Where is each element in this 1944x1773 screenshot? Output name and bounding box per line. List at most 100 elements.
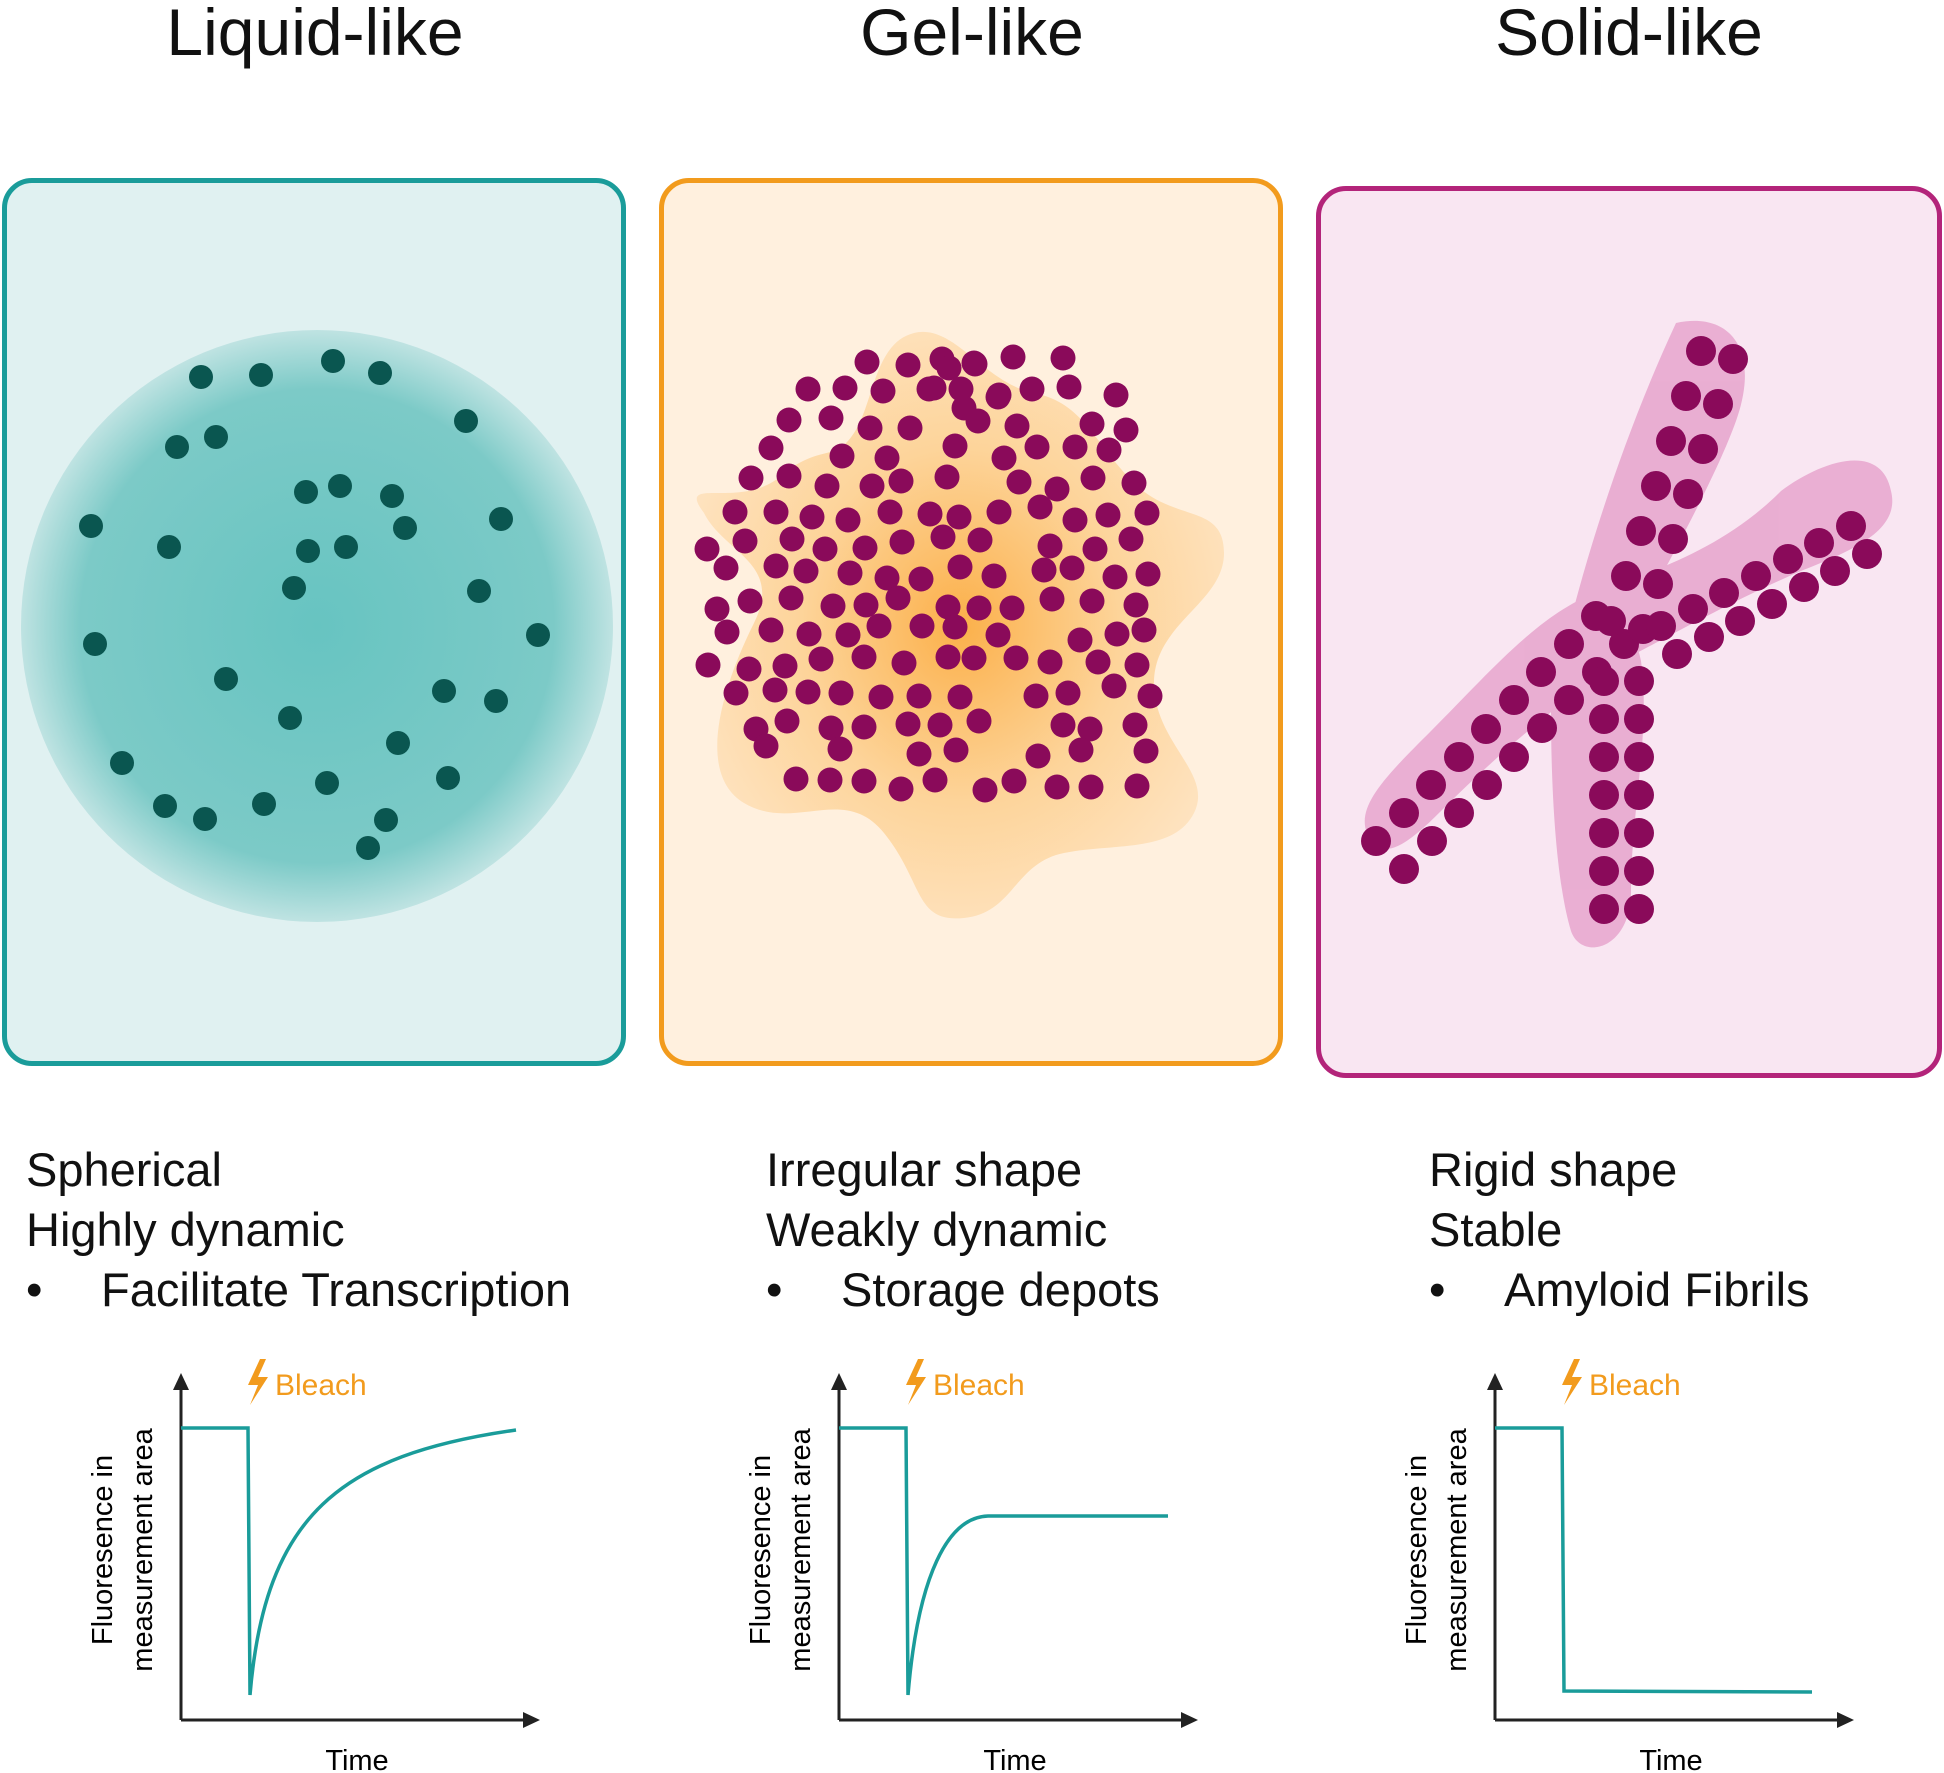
- x-axis-label: Time: [983, 1745, 1046, 1773]
- particle: [1416, 770, 1446, 800]
- particle: [870, 378, 896, 404]
- particle: [1056, 374, 1082, 400]
- particle: [934, 464, 960, 490]
- y-axis-label: Fluoresence in: [745, 1455, 777, 1645]
- recovery-curve: [1495, 1426, 1813, 1694]
- particle: [694, 536, 720, 562]
- particle: [1526, 657, 1556, 687]
- particle: [1104, 621, 1130, 647]
- particle: [828, 680, 854, 706]
- bleach-marker: Bleach: [248, 1359, 367, 1405]
- particle: [1417, 826, 1447, 856]
- solid-desc-line-2: Stable: [1429, 1203, 1563, 1256]
- particle: [1773, 544, 1803, 574]
- particle: [947, 554, 973, 580]
- particle: [356, 836, 380, 860]
- title-gel: Gel-like: [860, 0, 1084, 69]
- y-axis-arrow: [831, 1373, 847, 1390]
- particle: [1050, 345, 1076, 371]
- particle: [1554, 629, 1584, 659]
- y-axis-arrow: [173, 1373, 189, 1390]
- solid-fibril-illustration: [1361, 320, 1893, 948]
- particle: [1678, 594, 1708, 624]
- particle: [1361, 826, 1391, 856]
- particle: [1389, 854, 1419, 884]
- particle: [895, 711, 921, 737]
- particle: [83, 632, 107, 656]
- particle: [1085, 649, 1111, 675]
- gel-description: Irregular shape Weakly dynamic • Storage…: [766, 1140, 1160, 1320]
- particle: [985, 622, 1011, 648]
- particle: [1527, 713, 1557, 743]
- particle: [793, 558, 819, 584]
- liquid-frap-plot: Bleach Fluoresence in measurement area T…: [87, 1359, 540, 1773]
- particle: [1703, 389, 1733, 419]
- particle: [972, 777, 998, 803]
- particle: [783, 766, 809, 792]
- particle: [935, 644, 961, 670]
- particle: [961, 645, 987, 671]
- particle: [1031, 557, 1057, 583]
- particle: [796, 621, 822, 647]
- particle: [315, 771, 339, 795]
- lightning-icon: [248, 1359, 268, 1405]
- particle: [885, 585, 911, 611]
- particle: [1624, 666, 1654, 696]
- particle: [1688, 434, 1718, 464]
- particle: [526, 623, 550, 647]
- particle: [736, 656, 762, 682]
- particle: [758, 617, 784, 643]
- gel-desc-line-1: Irregular shape: [766, 1143, 1083, 1196]
- gel-desc-line-2: Weakly dynamic: [766, 1203, 1108, 1256]
- particle: [1389, 798, 1419, 828]
- particle: [758, 435, 784, 461]
- particle: [1624, 780, 1654, 810]
- y-axis-label: Fluoresence in: [1401, 1455, 1433, 1645]
- bullet-marker: •: [26, 1263, 43, 1316]
- particle: [738, 465, 764, 491]
- solid-desc-bullet: • Amyloid Fibrils: [1429, 1260, 1810, 1320]
- x-axis-arrow: [1181, 1712, 1198, 1728]
- solid-description: Rigid shape Stable • Amyloid Fibrils: [1429, 1140, 1810, 1320]
- particle: [1004, 413, 1030, 439]
- y-axis-label: Fluoresence in: [87, 1455, 119, 1645]
- particle: [1718, 344, 1748, 374]
- particle: [943, 737, 969, 763]
- particle: [214, 667, 238, 691]
- particle: [889, 529, 915, 555]
- particle: [991, 445, 1017, 471]
- y-axis-label-2: measurement area: [127, 1427, 159, 1671]
- particle: [1006, 469, 1032, 495]
- particle: [1027, 494, 1053, 520]
- particle: [714, 619, 740, 645]
- particle: [854, 349, 880, 375]
- particle: [1673, 479, 1703, 509]
- particle: [909, 613, 935, 639]
- particle: [1646, 611, 1676, 641]
- particle: [763, 499, 789, 525]
- particle: [165, 435, 189, 459]
- liquid-desc-line-2: Highly dynamic: [26, 1203, 345, 1256]
- particle: [1643, 569, 1673, 599]
- particle: [966, 708, 992, 734]
- particle: [1589, 818, 1619, 848]
- particle: [935, 594, 961, 620]
- particle: [859, 473, 885, 499]
- bullet-marker: •: [766, 1263, 783, 1316]
- particle: [895, 352, 921, 378]
- particle: [432, 679, 456, 703]
- particle: [193, 807, 217, 831]
- particle: [906, 683, 932, 709]
- particle: [1554, 685, 1584, 715]
- bullet-marker: •: [1429, 1263, 1446, 1316]
- particle: [1444, 742, 1474, 772]
- solid-panel: [1316, 186, 1942, 1078]
- particle: [1626, 516, 1656, 546]
- particle: [436, 766, 460, 790]
- particle: [986, 499, 1012, 525]
- particle: [1658, 524, 1688, 554]
- y-axis-label-2: measurement area: [1441, 1427, 1473, 1671]
- particle: [321, 349, 345, 373]
- particle: [778, 585, 804, 611]
- solid-bullet-text: Amyloid Fibrils: [1504, 1263, 1810, 1316]
